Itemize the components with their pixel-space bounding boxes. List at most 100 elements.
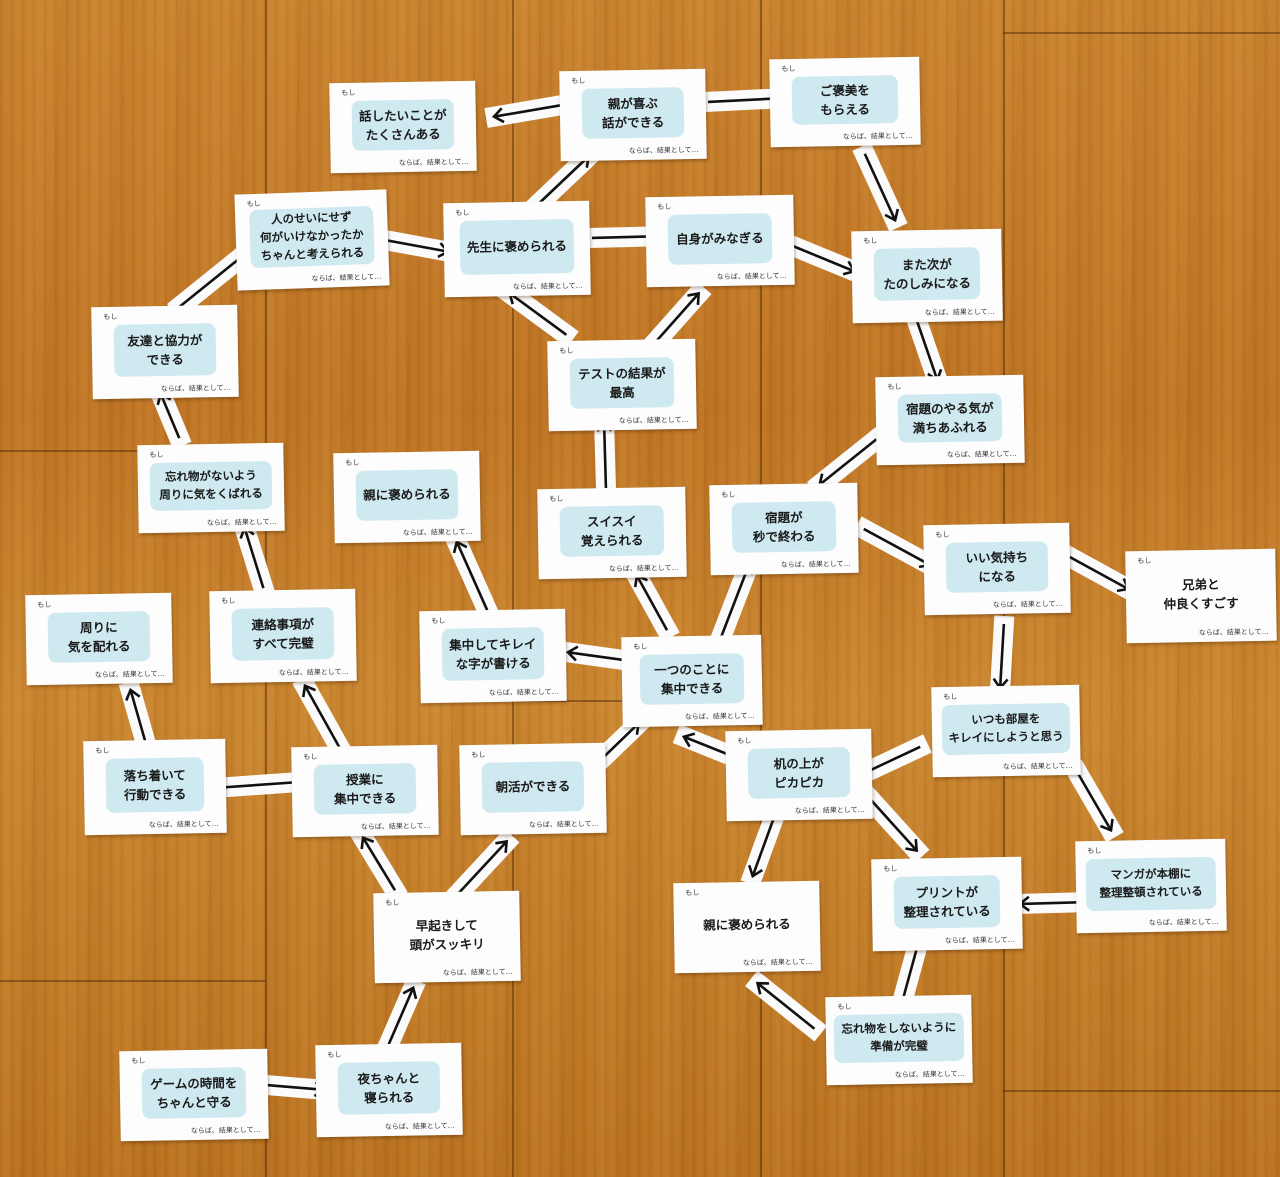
card-text: 忘れ物をしないように 準備が完璧 bbox=[833, 1012, 965, 1064]
card-tsukue: もし机の上が ピカピカならば、結果として… bbox=[725, 728, 873, 822]
footer-label: ならば、結果として… bbox=[794, 805, 865, 816]
card-renraku: もし連絡事項が すべて完璧ならば、結果として… bbox=[209, 588, 357, 684]
moshi-label: もし bbox=[863, 236, 878, 246]
footer-label: ならば、結果として… bbox=[1002, 761, 1073, 772]
footer-label: ならば、結果として… bbox=[160, 383, 231, 394]
arrow-head bbox=[491, 107, 505, 124]
arrow-shaft bbox=[1075, 771, 1113, 831]
card-manga: もしマンガが本棚に 整理整頓されているならば、結果として… bbox=[1075, 838, 1227, 934]
moshi-label: もし bbox=[221, 596, 236, 606]
arrow-shaft bbox=[455, 541, 489, 611]
arrow-shaft bbox=[652, 292, 700, 346]
footer-label: ならば、結果として… bbox=[684, 711, 755, 722]
card-text: いい気持ち になる bbox=[945, 541, 1049, 593]
arrow bbox=[292, 673, 354, 763]
arrow-head bbox=[755, 981, 769, 995]
card-shuuchuu-kirei: もし集中してキレイ な字が書けるならば、結果として… bbox=[419, 608, 567, 704]
card-text: 親が喜ぶ 話ができる bbox=[581, 87, 685, 139]
footer-label: ならば、結果として… bbox=[1198, 627, 1269, 638]
arrow-head bbox=[687, 291, 701, 305]
card-text: また次が たのしみになる bbox=[873, 247, 981, 301]
moshi-label: もし bbox=[149, 450, 164, 460]
arrow-head bbox=[884, 208, 900, 223]
moshi-label: もし bbox=[571, 76, 586, 86]
card-oya-yorokobu: もし親が喜ぶ 話ができるならば、結果として… bbox=[559, 68, 707, 162]
arrow-head bbox=[301, 683, 316, 698]
moshi-label: もし bbox=[781, 64, 796, 74]
footer-label: ならば、結果として… bbox=[206, 517, 277, 528]
card-wasuremono: もし忘れ物がないよう 周りに気をくばれるならば、結果として… bbox=[137, 442, 285, 534]
footer-label: ならば、結果として… bbox=[442, 967, 513, 978]
card-text: ゲームの時間を ちゃんと守る bbox=[141, 1067, 247, 1119]
card-text: 友達と協力が できる bbox=[113, 323, 217, 377]
card-asakatsu: もし朝活ができるならば、結果として… bbox=[459, 742, 607, 836]
card-tomodachi: もし友達と協力が できるならば、結果として… bbox=[91, 304, 239, 400]
moshi-label: もし bbox=[385, 898, 400, 908]
arrow-shaft bbox=[789, 243, 855, 273]
moshi-label: もし bbox=[943, 692, 958, 702]
card-shukudai-yaruki: もし宿題のやる気が 満ちあふれるならば、結果として… bbox=[875, 374, 1025, 466]
card-text: いつも部屋を キレイにしようと思う bbox=[941, 702, 1071, 756]
moshi-label: もし bbox=[721, 490, 736, 500]
arrow-head bbox=[1099, 818, 1114, 833]
moshi-label: もし bbox=[471, 750, 486, 760]
footer-label: ならば、結果として… bbox=[628, 145, 699, 156]
moshi-label: もし bbox=[837, 1002, 852, 1012]
arrow bbox=[1064, 759, 1124, 843]
card-text: 先生に褒められる bbox=[459, 219, 575, 275]
moshi-label: もし bbox=[455, 208, 470, 218]
arrow-head bbox=[681, 732, 696, 748]
arrow-shaft bbox=[215, 780, 299, 790]
footer-label: ならば、結果として… bbox=[398, 157, 469, 168]
plank-seam bbox=[0, 450, 265, 452]
card-hayaoki: もし早起きして 頭がスッキリならば、結果として… bbox=[373, 890, 521, 984]
card-text: スイスイ 覚えられる bbox=[559, 505, 665, 557]
arrow-head bbox=[360, 835, 375, 850]
card-ii-kimochi: もしいい気持ち になるならば、結果として… bbox=[923, 522, 1071, 616]
card-hito-no-sei: もし人のせいにせず 何がいけなかったか ちゃんと考えられるならば、結果として… bbox=[234, 189, 390, 291]
card-wasuremono-junbi: もし忘れ物をしないように 準備が完璧ならば、結果として… bbox=[825, 994, 973, 1086]
card-text: 落ち着いて 行動できる bbox=[105, 757, 205, 813]
arrow-shaft bbox=[243, 527, 265, 589]
card-text: 宿題が 秒で終わる bbox=[731, 501, 837, 553]
card-text: テストの結果が 最高 bbox=[569, 357, 675, 409]
card-text: ご褒美を もらえる bbox=[791, 75, 899, 125]
moshi-label: もし bbox=[549, 494, 564, 504]
arrow bbox=[852, 142, 908, 232]
card-hanashitai: もし話したいことが たくさんあるならば、結果として… bbox=[329, 80, 477, 174]
card-oya-homerareru-2: もし親に褒められるならば、結果として… bbox=[673, 880, 821, 974]
arrow-shaft bbox=[756, 982, 816, 1030]
arrow-head bbox=[565, 645, 579, 662]
footer-label: ならば、結果として… bbox=[190, 1125, 261, 1136]
arrow-shaft bbox=[751, 813, 777, 877]
card-text: 忘れ物がないよう 周りに気をくばれる bbox=[149, 460, 273, 512]
footer-label: ならば、結果として… bbox=[512, 281, 583, 292]
card-text: 兄弟と 仲良くすごす bbox=[1163, 576, 1239, 612]
arrow-shaft bbox=[915, 319, 939, 381]
arrow-shaft bbox=[863, 153, 897, 221]
plank-seam bbox=[512, 0, 514, 1177]
card-text: 親に褒められる bbox=[355, 469, 459, 521]
card-text: 周りに 気を配れる bbox=[47, 611, 151, 663]
footer-label: ならば、結果として… bbox=[384, 1121, 455, 1132]
moshi-label: もし bbox=[131, 1056, 146, 1066]
card-text: 話したいことが たくさんある bbox=[351, 99, 455, 151]
footer-label: ならば、結果として… bbox=[894, 1069, 965, 1080]
card-text: 夜ちゃんと 寝られる bbox=[337, 1061, 441, 1115]
arrow-shaft bbox=[508, 292, 568, 336]
footer-label: ならば、結果として… bbox=[278, 667, 349, 678]
footer-label: ならば、結果として… bbox=[780, 559, 851, 570]
footer-label: ならば、結果として… bbox=[94, 669, 165, 680]
card-hitotsu: もし一つのことに 集中できるならば、結果として… bbox=[621, 634, 763, 728]
arrow-shaft bbox=[863, 527, 931, 567]
arrow-shaft bbox=[635, 575, 669, 631]
moshi-label: もし bbox=[883, 864, 898, 874]
card-text: プリントが 整理されている bbox=[893, 875, 1001, 929]
arrow bbox=[989, 615, 1015, 697]
arrow bbox=[444, 828, 520, 908]
moshi-label: もし bbox=[1087, 846, 1102, 856]
footer-label: ならば、結果として… bbox=[311, 272, 382, 284]
moshi-label: もし bbox=[685, 888, 700, 898]
arrow-shaft bbox=[361, 837, 397, 891]
